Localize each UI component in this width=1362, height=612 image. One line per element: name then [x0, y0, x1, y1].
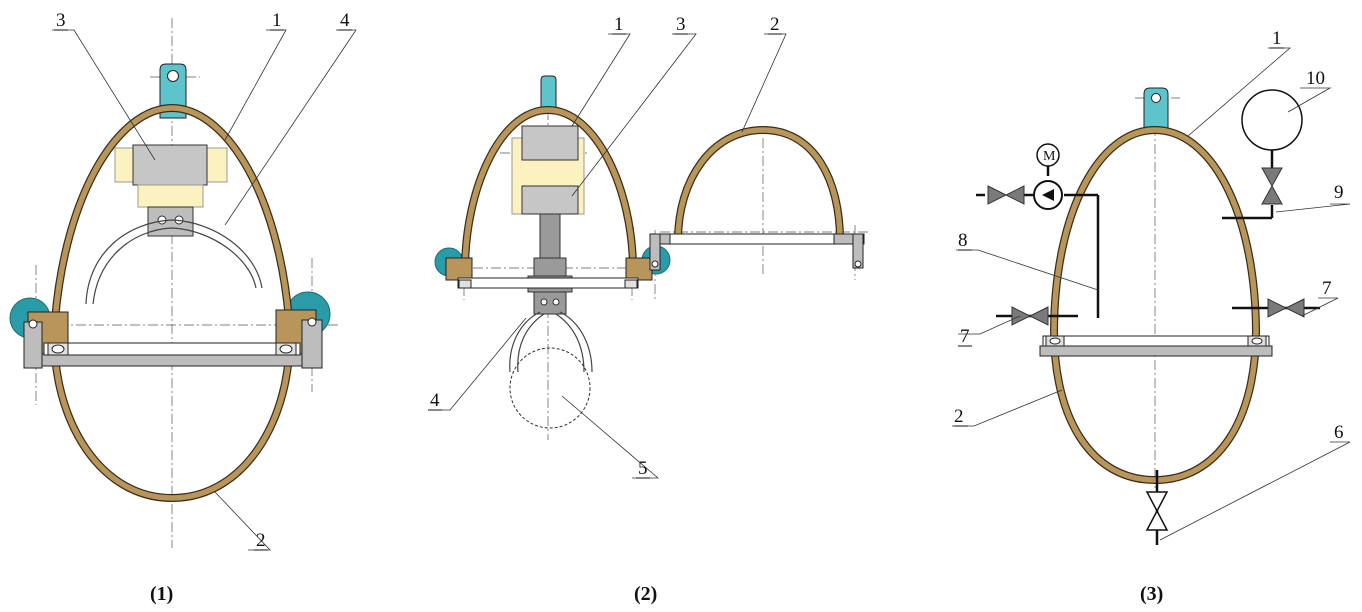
flange: [23, 309, 323, 369]
caption-2: (2): [634, 583, 657, 605]
gripper-blade: [85, 219, 263, 305]
label-1: 1: [272, 10, 282, 31]
valve-icon: [1145, 491, 1169, 531]
label-2: 2: [770, 14, 780, 35]
label-9: 9: [1334, 182, 1344, 203]
shell-lower-half: [675, 127, 843, 241]
motor-icon: M: [1036, 143, 1060, 167]
lifting-eye-icon: [540, 75, 557, 111]
label-6: 6: [1334, 422, 1344, 443]
leader-lines: [52, 29, 357, 551]
motor-symbol: M: [1043, 149, 1056, 164]
flange: [1039, 335, 1273, 357]
valve-icon: [987, 167, 1305, 326]
label-underlines: [54, 29, 1284, 551]
shell-upper: [462, 107, 636, 271]
label-1: 1: [1272, 28, 1282, 49]
label-3: 3: [56, 10, 66, 31]
figure-1: 3 1 4 2 (1): [9, 10, 357, 605]
shell-body: [1051, 127, 1259, 483]
label-2: 2: [256, 530, 266, 551]
label-1: 1: [614, 14, 624, 35]
workpiece-circle: [509, 347, 591, 429]
label-4: 4: [340, 10, 350, 31]
label-5: 5: [638, 458, 648, 479]
label-2: 2: [954, 406, 964, 427]
flange: [445, 257, 653, 289]
flange: [649, 233, 865, 271]
caption-1: (1): [150, 583, 173, 605]
actuator-block: [511, 125, 585, 315]
figure-2: 1 3 2 4 5 (2): [428, 14, 870, 605]
tank-icon: [1241, 89, 1303, 151]
lifting-eye-icon: [1143, 87, 1169, 133]
label-3: 3: [676, 14, 686, 35]
label-10: 10: [1306, 68, 1325, 89]
pump-icon: [1033, 180, 1063, 210]
label-8: 8: [958, 230, 968, 251]
leader-lines: [428, 33, 787, 479]
caption-3: (3): [1140, 583, 1163, 605]
label-7-right: 7: [1322, 278, 1332, 299]
actuator-block: [114, 144, 228, 237]
centerlines: [1135, 90, 1180, 488]
gripper-blade: [509, 311, 593, 373]
figure-3: M 1 10 9 8 7 7 2 6: [952, 28, 1351, 605]
label-4: 4: [430, 390, 440, 411]
label-7-left: 7: [960, 326, 970, 347]
